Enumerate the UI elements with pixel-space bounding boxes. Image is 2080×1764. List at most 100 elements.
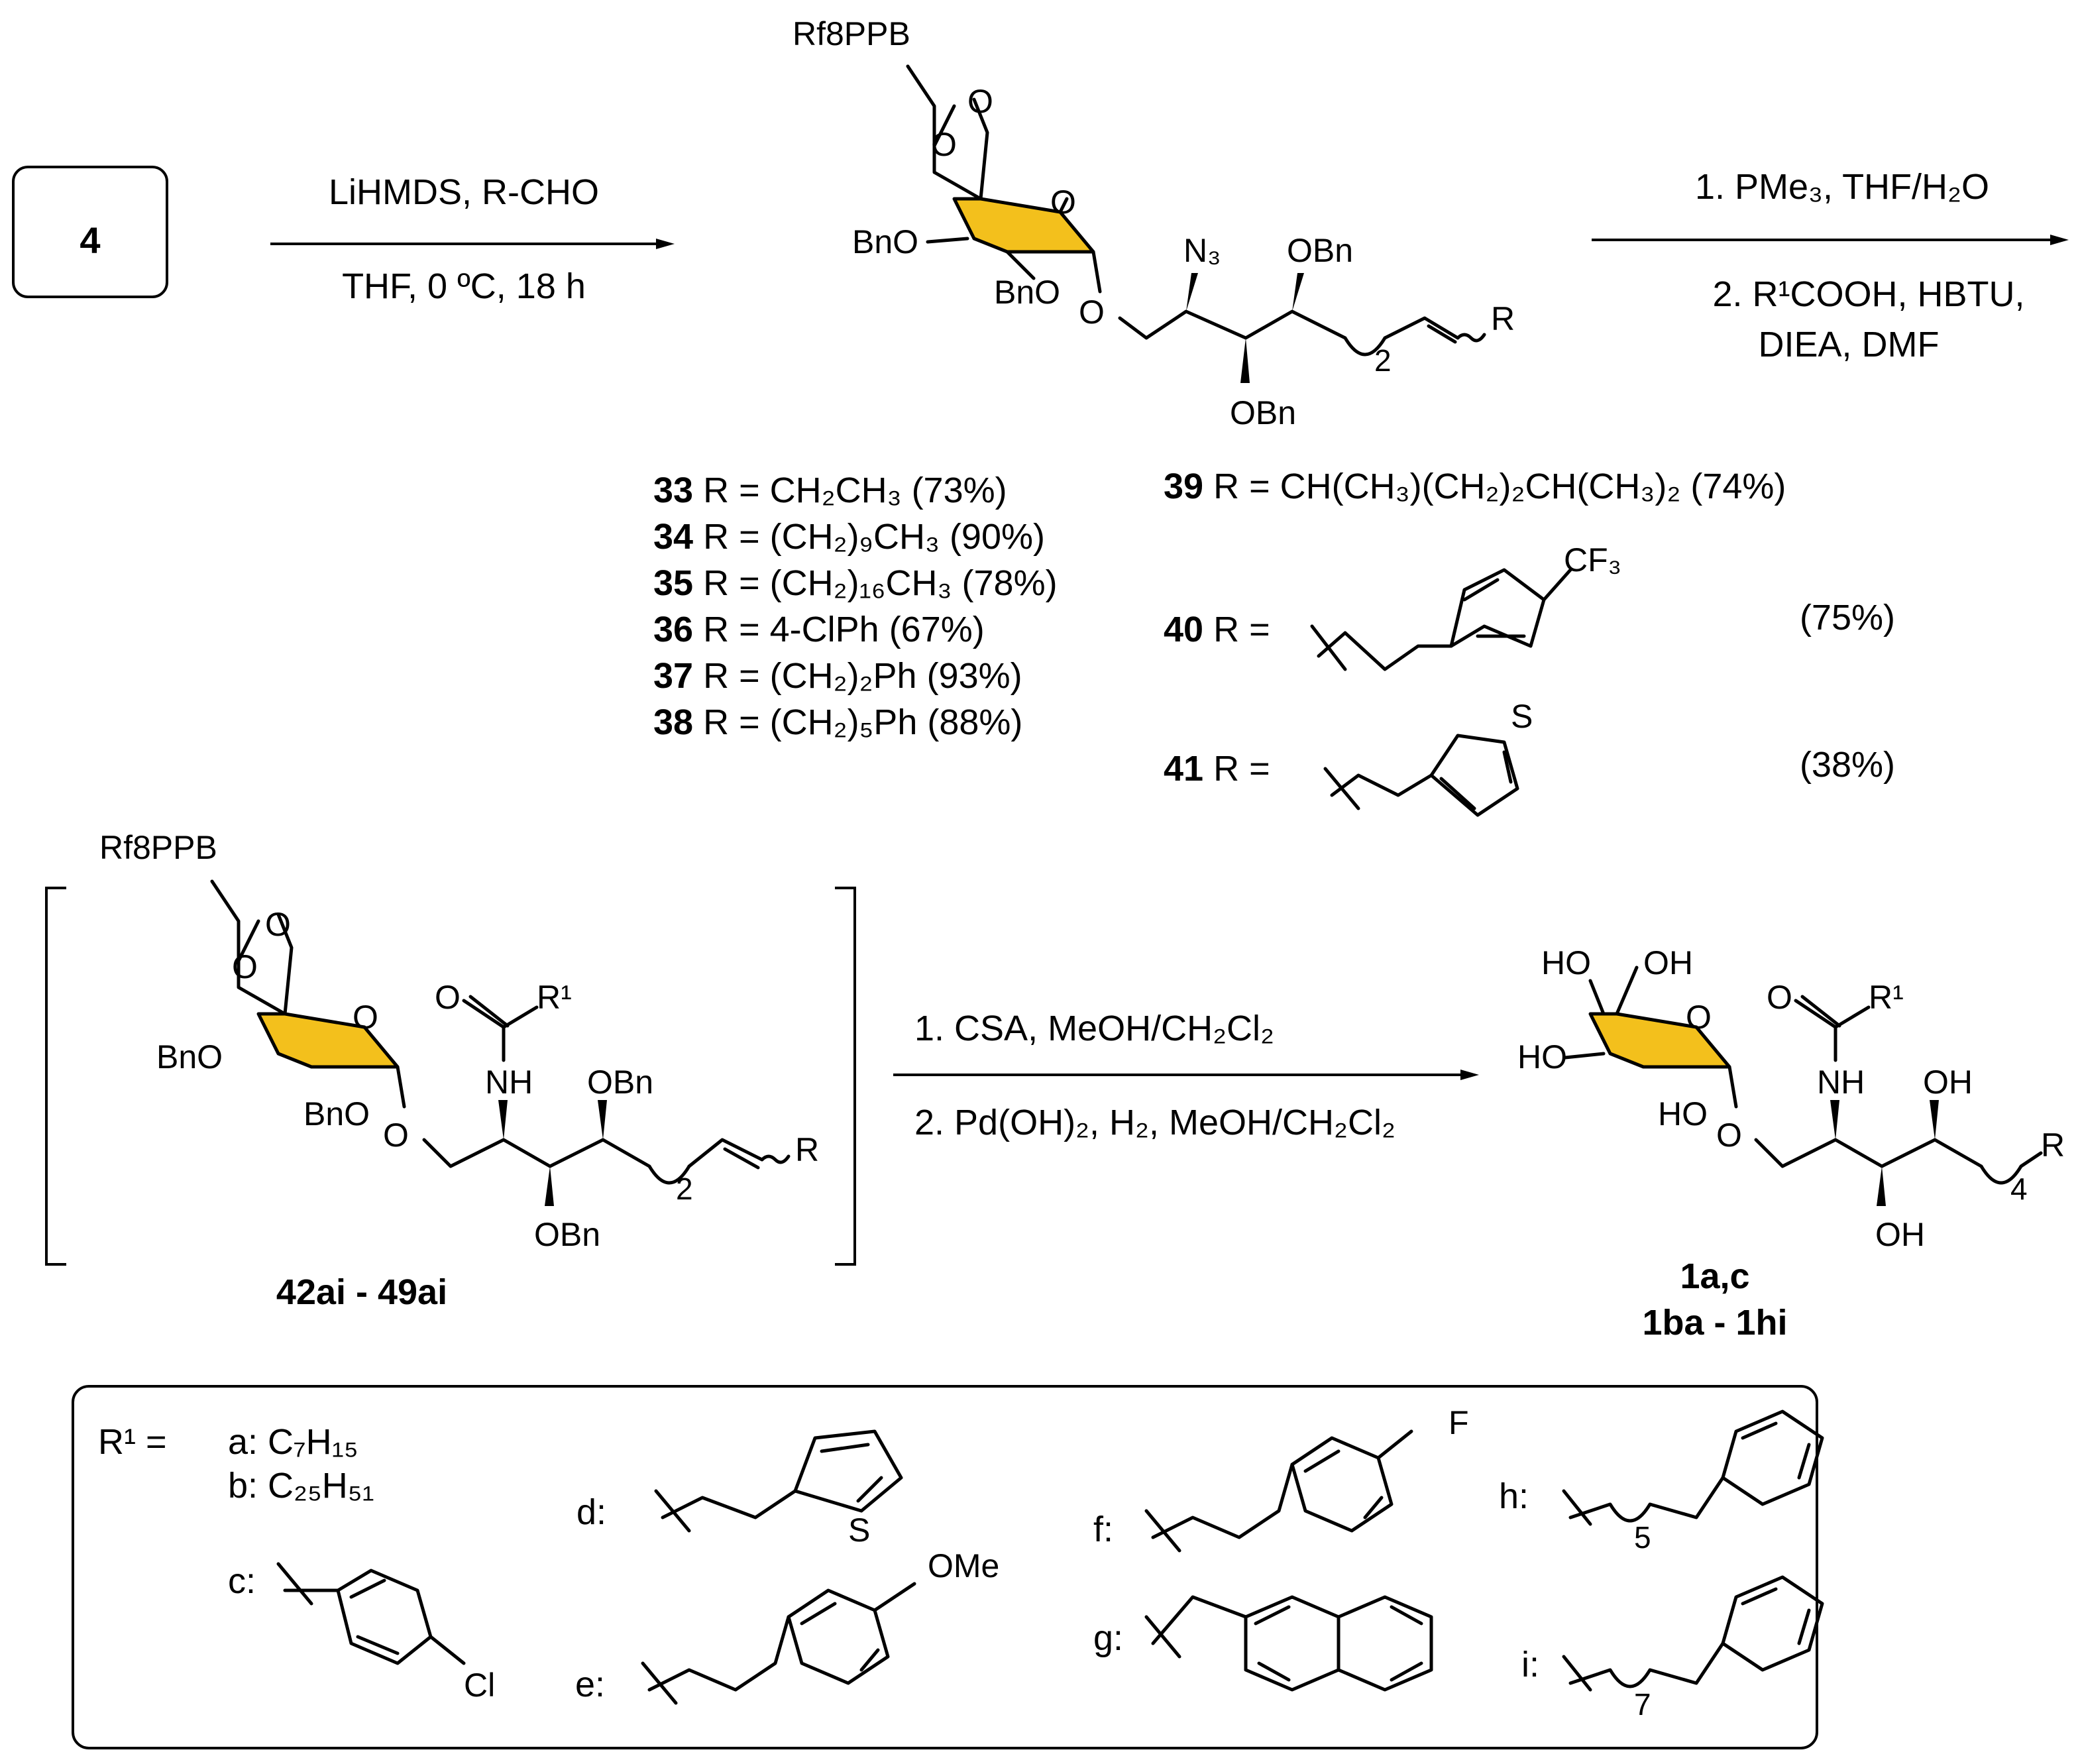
carbonyl-o-final: O [1767, 979, 1792, 1016]
svg-text:c:: c: [228, 1561, 256, 1601]
r1-option-h: h: 5 [1499, 1409, 1824, 1555]
chain-subscript: 2 [1374, 343, 1392, 378]
intermediate-label: 42ai - 49ai [276, 1272, 447, 1312]
r1-option-e: e: OMe [575, 1547, 999, 1705]
svg-text:f:: f: [1093, 1510, 1113, 1549]
dioxane-o2: O [931, 126, 957, 163]
svg-text:e:: e: [575, 1665, 605, 1704]
oh-lower-wedge-final [1877, 1166, 1886, 1206]
bno-3-label-mid: BnO [156, 1038, 223, 1075]
start-compound-label: 4 [80, 219, 100, 261]
oh-lower-label-final: OH [1875, 1216, 1925, 1253]
r1-option-f: f: F [1093, 1404, 1469, 1553]
dioxane-o1: O [967, 83, 993, 120]
oh-6-label: OH [1643, 944, 1693, 981]
yield-41: (38%) [1800, 745, 1895, 785]
thiophene-ring-41 [1429, 734, 1519, 817]
obn-upper-wedge-mid [598, 1100, 607, 1140]
benzene-ring-h [1721, 1409, 1824, 1506]
benzene-ring-i [1721, 1575, 1824, 1672]
nh-wedge [498, 1100, 508, 1140]
svg-text:41 R =: 41 R = [1164, 749, 1270, 789]
left-bracket [45, 887, 66, 1266]
r1-option-c: c: Cl [228, 1561, 495, 1704]
r1-title: R¹ = [98, 1422, 167, 1462]
protecting-group-label-mid: Rf8PPB [99, 829, 217, 866]
protecting-group-label: Rf8PPB [793, 15, 910, 52]
anomeric-o-mid: O [383, 1117, 409, 1154]
entry-40: 40 R = CF₃ (75%) [1164, 541, 1895, 671]
entry-33: 33 R = CH₂CH₃ (73%) [653, 470, 1007, 510]
azide-label: N₃ [1183, 232, 1221, 269]
start-compound-box [12, 166, 168, 298]
product-label-1: 1a,c [1680, 1256, 1749, 1296]
azide-intermediate-structure: Rf8PPB O O O BnO BnO O N₃ OBn OBn 2 R [793, 15, 1515, 431]
entry-38: 38 R = (CH₂)₅Ph (88%) [653, 702, 1022, 742]
r1-label-mid: R¹ [537, 979, 572, 1016]
r-group-label-final: R [2041, 1127, 2065, 1164]
entry-35: 35 R = (CH₂)₁₆CH₃ (78%) [653, 563, 1058, 603]
step2-line3: DIEA, DMF [1758, 325, 1939, 364]
entry-36: 36 R = 4-ClPh (67%) [653, 610, 985, 649]
bno-3-label: BnO [852, 223, 918, 260]
final-product-structure: HO OH O HO HO O NH O R¹ OH OH 4 R [1517, 944, 2065, 1253]
arrow-1-head [656, 239, 675, 249]
f-label: F [1449, 1404, 1469, 1441]
anomeric-o: O [1079, 294, 1105, 331]
i-subscript: 7 [1634, 1687, 1651, 1722]
svg-text:d:: d: [576, 1492, 606, 1532]
obn-upper-label-mid: OBn [587, 1064, 653, 1101]
right-bracket [835, 887, 856, 1266]
step1-conditions: THF, 0 ºC, 18 h [342, 266, 586, 306]
product-label-2: 1ba - 1hi [1642, 1303, 1787, 1343]
thiophene-s-41: S [1511, 698, 1533, 735]
r1-option-d: d: S [576, 1429, 903, 1549]
obn-lower-label-mid: OBn [534, 1216, 600, 1253]
svg-text:h:: h: [1499, 1476, 1529, 1516]
obn-upper-wedge [1292, 273, 1304, 311]
r1-substituent-box [72, 1385, 1818, 1749]
obn-upper-label: OBn [1287, 232, 1353, 269]
nh-wedge-final [1830, 1100, 1839, 1140]
naphthalene-ring-2 [1337, 1595, 1433, 1692]
ring-oxygen-final: O [1686, 999, 1712, 1036]
naphthalene-ring-1 [1244, 1595, 1341, 1692]
r1-b: b: C₂₅H₅₁ [228, 1466, 374, 1506]
entry-41: 41 R = S (38%) [1164, 698, 1895, 817]
chain-subscript-mid: 2 [676, 1172, 693, 1206]
benzene-ring-f [1290, 1436, 1394, 1533]
ring-oxygen-mid: O [353, 999, 378, 1036]
svg-text:40 R =: 40 R = [1164, 610, 1270, 649]
ho-3-label: HO [1517, 1038, 1567, 1075]
ome-label: OMe [928, 1547, 999, 1584]
r-group-label: R [1491, 300, 1515, 337]
obn-lower-wedge [1240, 338, 1250, 383]
thiophene-s-d: S [848, 1512, 870, 1549]
yield-40: (75%) [1800, 598, 1895, 637]
obn-lower-wedge-mid [545, 1166, 554, 1206]
h-subscript: 5 [1634, 1520, 1651, 1555]
entry-39: 39 R = CH(CH₃)(CH₂)₂CH(CH₃)₂ (74%) [1164, 467, 1786, 506]
amide-intermediate-structure: Rf8PPB O O O BnO BnO O NH O R¹ OBn OBn 2… [99, 829, 819, 1253]
r1-option-g: g: [1093, 1595, 1433, 1692]
entry-34: 34 R = (CH₂)₉CH₃ (90%) [653, 517, 1045, 557]
r1-option-i: i: 7 [1521, 1575, 1824, 1722]
azide-wedge [1186, 273, 1198, 311]
r1-label-final: R¹ [1869, 979, 1904, 1016]
step2-line1: 1. PMe₃, THF/H₂O [1695, 167, 1989, 207]
anomeric-o-final: O [1716, 1117, 1742, 1154]
thiophene-ring-d [793, 1429, 903, 1513]
ho-2-label: HO [1658, 1095, 1708, 1132]
ring-oxygen: O [1050, 184, 1076, 221]
carbonyl-o-mid: O [435, 979, 461, 1016]
cl-label: Cl [464, 1667, 495, 1704]
svg-text:g:: g: [1093, 1618, 1123, 1658]
r1-a: a: C₇H₁₅ [228, 1422, 358, 1462]
entry-37: 37 R = (CH₂)₂Ph (93%) [653, 656, 1022, 696]
ho-4-label: HO [1541, 944, 1591, 981]
r-group-label-mid: R [795, 1131, 819, 1168]
arrow-2-head [2050, 235, 2069, 245]
bno-2-label: BnO [994, 274, 1060, 311]
benzene-ring-e [787, 1588, 890, 1685]
